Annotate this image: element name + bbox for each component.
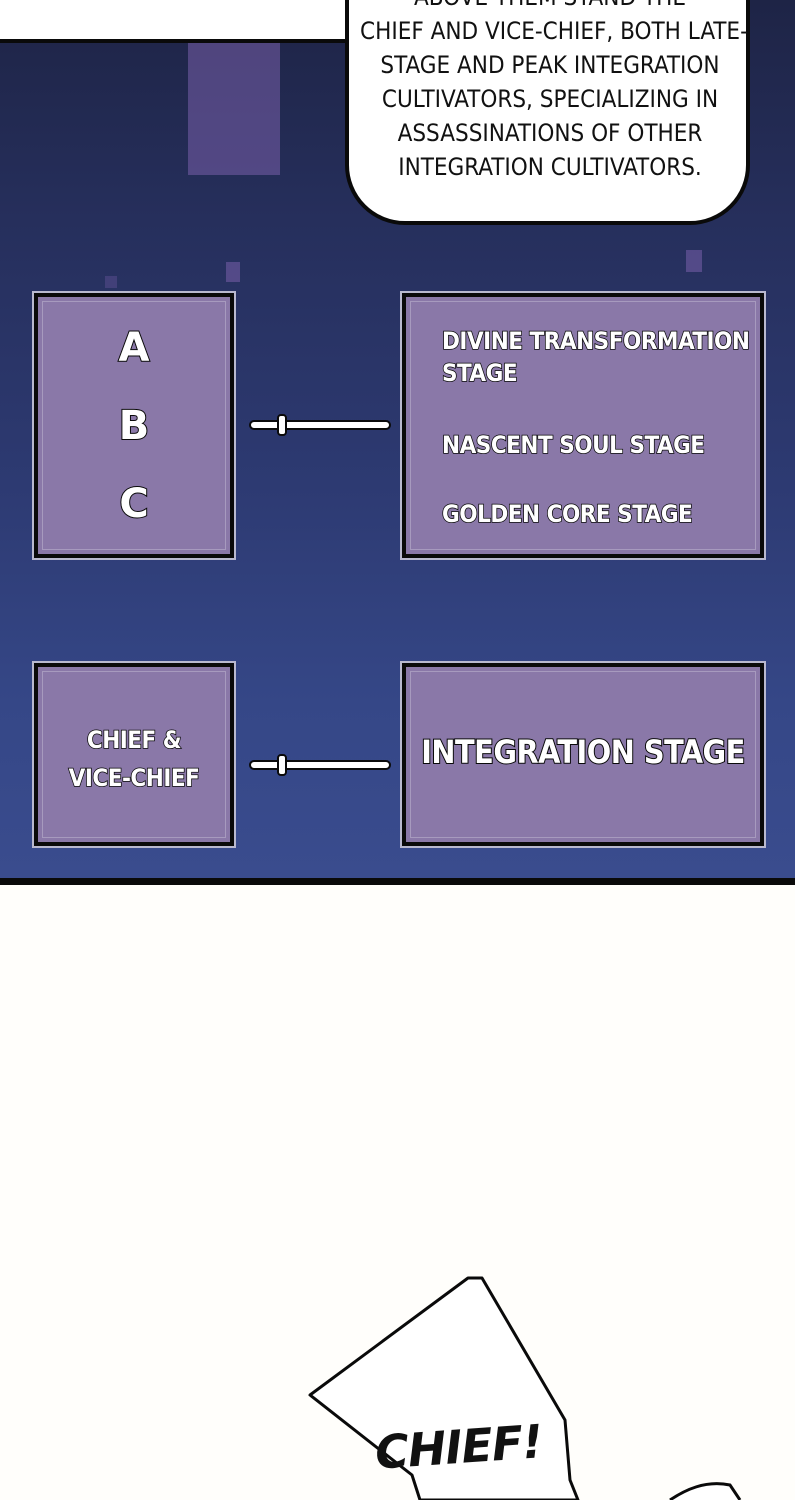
narration-line: CHIEF AND VICE-CHIEF, BOTH LATE-	[360, 17, 748, 45]
rank-letter-a: A	[118, 324, 151, 372]
narration-bubble	[345, 0, 750, 225]
integration-box: INTEGRATION STAGE	[400, 661, 766, 848]
arrow-left-icon	[248, 414, 391, 436]
stage-divine-transformation: DIVINE TRANSFORMATION STAGE	[441, 326, 750, 388]
vice-chief-label: VICE-CHIEF	[68, 763, 201, 793]
stage-golden-core: GOLDEN CORE STAGE	[441, 499, 693, 529]
decorative-square	[686, 250, 702, 272]
narration-line: ASSASSINATIONS OF OTHER	[397, 119, 703, 147]
speech-bubble-left	[0, 0, 388, 43]
decorative-square	[188, 40, 280, 175]
narration-line: INTEGRATION CULTIVATORS.	[398, 153, 702, 181]
ranks-box: A B C	[32, 291, 236, 560]
stages-box: DIVINE TRANSFORMATION STAGE NASCENT SOUL…	[400, 291, 766, 560]
narration-line: STAGE AND PEAK INTEGRATION	[380, 51, 720, 79]
integration-stage-label: INTEGRATION STAGE	[420, 732, 746, 772]
night-sky-panel: ABOVE THEM STAND THE CHIEF AND VICE-CHIE…	[0, 0, 795, 880]
narration-line: ABOVE THEM STAND THE	[360, 0, 740, 14]
narration-line: CULTIVATORS, SPECIALIZING IN	[381, 85, 719, 113]
leaders-box: CHIEF & VICE-CHIEF	[32, 661, 236, 848]
panel-divider	[0, 878, 795, 885]
decorative-square	[226, 262, 240, 282]
stage-nascent-soul: NASCENT SOUL STAGE	[441, 430, 706, 460]
narration-text: ABOVE THEM STAND THE CHIEF AND VICE-CHIE…	[360, 0, 748, 184]
chief-label: CHIEF &	[86, 725, 182, 755]
shout-bubble	[308, 1276, 742, 1500]
rank-letter-c: C	[118, 480, 149, 528]
rank-letter-b: B	[118, 402, 151, 450]
decorative-square	[105, 276, 117, 288]
arrow-left-icon	[249, 754, 391, 776]
